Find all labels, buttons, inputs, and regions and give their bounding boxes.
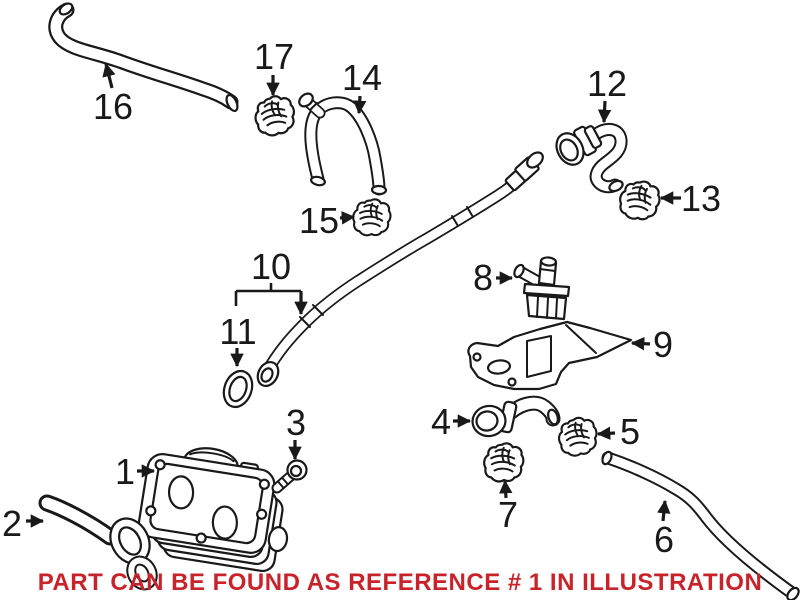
- label-3: 3: [286, 402, 306, 443]
- label-15: 15: [299, 200, 339, 241]
- part-8-valve: [513, 256, 571, 321]
- arrow-16: [102, 62, 116, 89]
- part-11-oring: [222, 369, 254, 409]
- label-10: 10: [251, 246, 291, 287]
- label-1: 1: [115, 451, 135, 492]
- arrow-5: [596, 426, 616, 440]
- label-16: 16: [93, 86, 133, 127]
- leader-lines: [26, 62, 681, 528]
- caption: PART CAN BE FOUND AS REFERENCE # 1 IN IL…: [38, 569, 763, 596]
- part-labels: 16 17 14 15 12 13 10 11 8 9 4 5 7 6 3 1 …: [2, 36, 721, 560]
- part-10-pipe: [256, 151, 544, 388]
- arrow-15: [339, 211, 356, 225]
- label-4: 4: [431, 401, 451, 442]
- label-14: 14: [342, 57, 382, 98]
- part-14-hose: [298, 92, 388, 196]
- part-17-clamp: [251, 92, 298, 139]
- arrow-14: [353, 95, 367, 115]
- part-5-clamp: [556, 415, 600, 459]
- arrow-7: [499, 479, 513, 499]
- part-7-clamp: [482, 441, 526, 484]
- part-15-clamp: [350, 196, 393, 239]
- part-1-oil-cooler: [137, 447, 289, 573]
- arrow-6: [657, 499, 671, 522]
- bracket-10: [234, 283, 301, 306]
- label-2: 2: [2, 503, 22, 544]
- part-6-hose: [601, 450, 800, 600]
- label-12: 12: [587, 63, 627, 104]
- arrow-12: [597, 100, 612, 124]
- part-4-hose: [471, 395, 561, 438]
- part-13-clamp: [616, 176, 664, 224]
- label-6: 6: [654, 519, 674, 560]
- part-9-bracket: [467, 320, 633, 391]
- label-8: 8: [473, 257, 493, 298]
- part-2-gasket: [38, 494, 158, 591]
- part-12-hose: [555, 123, 628, 194]
- label-11: 11: [219, 311, 256, 352]
- part-16-hose: [48, 2, 239, 113]
- label-9: 9: [653, 324, 673, 365]
- label-13: 13: [681, 178, 721, 219]
- arrow-9: [630, 336, 651, 351]
- label-7: 7: [498, 494, 518, 535]
- label-17: 17: [254, 36, 294, 77]
- label-5: 5: [620, 411, 640, 452]
- part-3-bolt: [271, 459, 308, 494]
